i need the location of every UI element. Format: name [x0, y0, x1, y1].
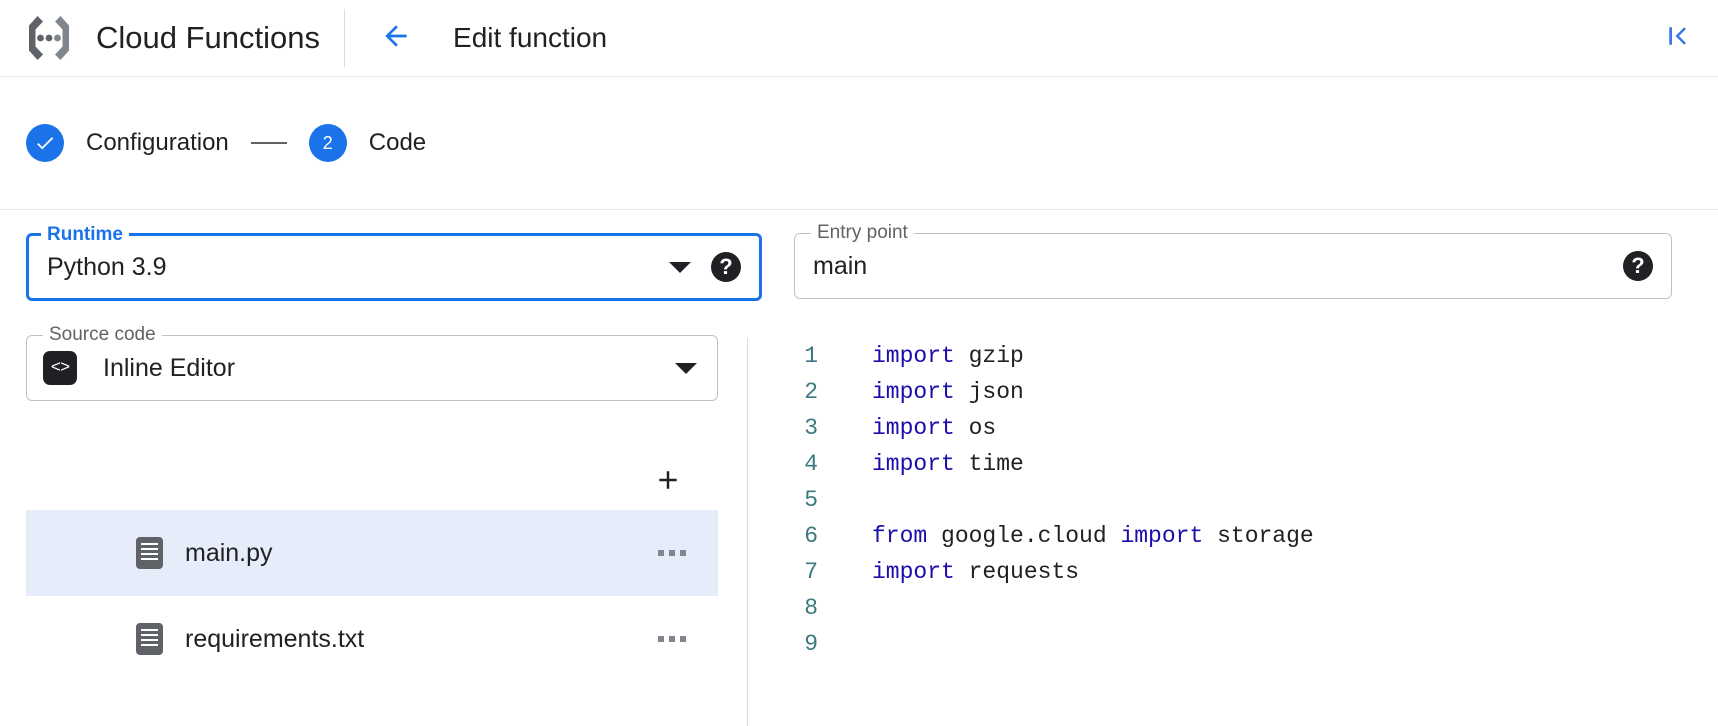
line-number: 2: [804, 379, 818, 405]
code-line: 3 import os: [748, 410, 1718, 446]
code-keyword: import: [872, 415, 955, 441]
main-content: Runtime Python 3.9 ? Source code <> Inli…: [0, 210, 1718, 726]
source-code-select[interactable]: Source code <> Inline Editor: [26, 324, 718, 401]
back-button[interactable]: [373, 15, 419, 61]
file-name: requirements.txt: [185, 624, 365, 653]
line-number: 7: [804, 559, 818, 585]
code-line-text[interactable]: import time: [872, 446, 1024, 482]
source-code-label: Source code: [43, 324, 162, 346]
chevron-down-icon[interactable]: [669, 261, 691, 273]
arrow-left-icon: [380, 20, 412, 57]
stepper-connector: [250, 142, 287, 144]
code-keyword: import: [872, 379, 955, 405]
code-line-text[interactable]: import requests: [872, 554, 1079, 590]
code-line: 7 import requests: [748, 554, 1718, 590]
code-identifier: time: [954, 451, 1024, 477]
add-file-row: [26, 450, 718, 510]
product-name: Cloud Functions: [96, 20, 321, 55]
code-keyword: import: [872, 343, 955, 369]
entry-point-label: Entry point: [811, 222, 914, 244]
code-line: 2 import json: [748, 374, 1718, 410]
more-options-icon[interactable]: [652, 540, 692, 566]
stepper-step-code[interactable]: 2 Code: [308, 124, 427, 162]
code-line: 5: [748, 482, 1718, 518]
line-number: 6: [804, 523, 818, 549]
code-keyword: from: [872, 523, 928, 549]
cloud-functions-logo-icon: [22, 11, 76, 65]
code-line-text[interactable]: from google.cloud import storage: [872, 518, 1314, 554]
stepper-step-configuration[interactable]: Configuration: [26, 124, 229, 162]
code-line: 8: [748, 590, 1718, 626]
chevron-down-icon[interactable]: [675, 362, 697, 374]
add-icon: [659, 471, 677, 489]
entry-point-field-row: Entry point main ?: [794, 222, 1672, 299]
source-code-field-row: Source code <> Inline Editor: [26, 324, 718, 401]
file-name: main.py: [185, 538, 273, 567]
line-number: 9: [804, 631, 818, 657]
step-number-badge: 2: [308, 124, 347, 162]
runtime-help-icon[interactable]: ?: [711, 252, 741, 282]
code-keyword: import: [1120, 523, 1204, 549]
file-icon: [136, 623, 163, 655]
code-identifier: requests: [954, 559, 1080, 585]
right-panel: Entry point main ? 1 import gzip 2 import j…: [748, 210, 1718, 726]
first-page-icon: [1663, 21, 1693, 56]
code-line: 9: [748, 626, 1718, 662]
panel-divider: [747, 338, 748, 726]
line-number: 3: [804, 415, 818, 441]
entry-point-input[interactable]: Entry point main ?: [794, 222, 1672, 299]
header-divider: [344, 9, 346, 67]
code-keyword: import: [872, 451, 955, 477]
code-line-text[interactable]: import json: [872, 374, 1024, 410]
file-list: main.py requirements.txt: [26, 510, 718, 682]
left-panel: Runtime Python 3.9 ? Source code <> Inli…: [0, 210, 762, 726]
line-number: 8: [804, 595, 818, 621]
line-number: 1: [804, 343, 818, 369]
code-line: 4 import time: [748, 446, 1718, 482]
line-number: 4: [804, 451, 818, 477]
stepper-label-code: Code: [368, 129, 427, 156]
code-identifier: os: [954, 415, 997, 441]
brand-area[interactable]: Cloud Functions: [0, 0, 344, 76]
code-identifier: gzip: [954, 343, 1024, 369]
step-completed-badge: [26, 124, 64, 162]
code-brackets-icon: <>: [43, 351, 77, 385]
wizard-stepper: Configuration 2 Code: [0, 77, 1718, 210]
line-number: 5: [804, 487, 818, 513]
code-line-text[interactable]: import gzip: [872, 338, 1024, 374]
runtime-label: Runtime: [41, 224, 129, 246]
code-line: 1 import gzip: [748, 338, 1718, 374]
collapse-panel-button[interactable]: [1656, 16, 1700, 60]
code-line: 6 from google.cloud import storage: [748, 518, 1718, 554]
file-list-item-main-py[interactable]: main.py: [26, 510, 718, 596]
code-editor[interactable]: 1 import gzip 2 import json 3 import os 4 impor…: [748, 338, 1718, 726]
app-header: Cloud Functions Edit function: [0, 0, 1718, 77]
runtime-select[interactable]: Runtime Python 3.9 ?: [26, 224, 762, 301]
code-identifier: json: [954, 379, 1024, 405]
code-identifier: google.cloud: [927, 523, 1121, 549]
stepper-label-configuration: Configuration: [86, 129, 229, 156]
code-line-text[interactable]: import os: [872, 410, 996, 446]
runtime-value: Python 3.9: [47, 252, 167, 281]
entry-point-help-icon[interactable]: ?: [1623, 251, 1653, 281]
runtime-field-row: Runtime Python 3.9 ?: [26, 224, 762, 301]
source-code-value: Inline Editor: [103, 353, 236, 382]
page-title: Edit function: [453, 22, 608, 53]
check-icon: [37, 137, 54, 150]
code-keyword: import: [872, 559, 955, 585]
entry-point-value[interactable]: main: [813, 251, 868, 280]
code-identifier: storage: [1203, 523, 1314, 549]
file-icon: [136, 537, 163, 569]
add-file-button[interactable]: [646, 458, 690, 502]
more-options-icon[interactable]: [652, 626, 692, 652]
file-list-item-requirements-txt[interactable]: requirements.txt: [26, 596, 718, 682]
